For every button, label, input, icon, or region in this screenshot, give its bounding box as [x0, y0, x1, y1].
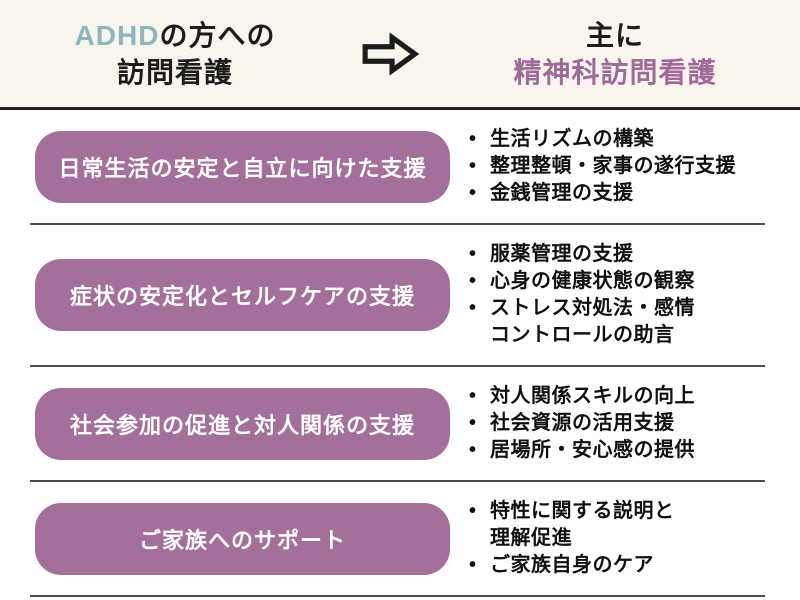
support-category-pill: ご家族へのサポート: [35, 502, 450, 575]
support-category-pill: 症状の安定化とセルフケアの支援: [35, 259, 450, 331]
left-title-line1: ADHDの方への: [0, 17, 350, 54]
bullet-list: 対人関係スキルの向上 社会資源の活用支援 居場所・安心感の提供: [464, 383, 800, 464]
bullet-item: 社会資源の活用支援: [464, 410, 800, 437]
divider: [30, 595, 765, 597]
bullet-item: 金銭管理の支援: [464, 180, 800, 207]
left-title-line2: 訪問看護: [116, 56, 233, 88]
bullet-item: ストレス対処法・感情 コントロールの助言: [464, 295, 800, 349]
arrow-container: [350, 32, 430, 75]
bullet-list: 生活リズムの構築 整理整頓・家事の遂行支援 金銭管理の支援: [464, 126, 800, 207]
pill-label: 社会参加の促進と対人関係の支援: [69, 412, 415, 438]
right-title-line1: 主に: [585, 19, 644, 51]
bullet-list: 服薬管理の支援 心身の健康状態の観察 ストレス対処法・感情 コントロールの助言: [464, 241, 800, 349]
bullet-item: 生活リズムの構築: [464, 126, 800, 153]
support-row-symptoms-selfcare: 症状の安定化とセルフケアの支援 服薬管理の支援 心身の健康状態の観察 ストレス対…: [0, 225, 800, 365]
pill-label: 症状の安定化とセルフケアの支援: [69, 284, 415, 309]
pill-label: 日常生活の安定と自立に向けた支援: [58, 155, 427, 181]
bullet-item: 対人関係スキルの向上: [464, 383, 800, 410]
left-title: ADHDの方への 訪問看護: [0, 17, 350, 91]
pill-label: ご家族へのサポート: [138, 527, 346, 553]
divider: [30, 223, 765, 225]
bullet-item: 居場所・安心感の提供: [464, 437, 800, 464]
bullet-item: 心身の健康状態の観察: [464, 268, 800, 295]
support-category-pill: 日常生活の安定と自立に向けた支援: [35, 130, 450, 203]
bullet-list: 特性に関する説明と 理解促進 ご家族自身のケア: [464, 498, 800, 579]
support-row-family-support: ご家族へのサポート 特性に関する説明と 理解促進 ご家族自身のケア: [0, 482, 800, 595]
bullet-item: ご家族自身のケア: [464, 552, 800, 579]
support-category-pill: 社会参加の促進と対人関係の支援: [35, 387, 450, 460]
support-row-social-participation: 社会参加の促進と対人関係の支援 対人関係スキルの向上 社会資源の活用支援 居場所…: [0, 367, 800, 480]
divider: [30, 480, 765, 482]
bullet-item: 整理整頓・家事の遂行支援: [464, 153, 800, 180]
bullet-item: 服薬管理の支援: [464, 241, 800, 268]
right-arrow-icon: [362, 32, 419, 75]
header-band: ADHDの方への 訪問看護 主に 精神科訪問看護: [0, 0, 800, 110]
bullet-item: 特性に関する説明と 理解促進: [464, 498, 800, 552]
right-title: 主に 精神科訪問看護: [430, 17, 800, 91]
left-title-rest: の方への: [159, 19, 276, 51]
left-title-highlight: ADHD: [74, 19, 160, 51]
right-title-line2: 精神科訪問看護: [513, 56, 717, 88]
support-rows: 日常生活の安定と自立に向けた支援 生活リズムの構築 整理整頓・家事の遂行支援 金…: [0, 110, 800, 597]
divider: [30, 365, 765, 367]
support-row-daily-life: 日常生活の安定と自立に向けた支援 生活リズムの構築 整理整頓・家事の遂行支援 金…: [0, 110, 800, 223]
